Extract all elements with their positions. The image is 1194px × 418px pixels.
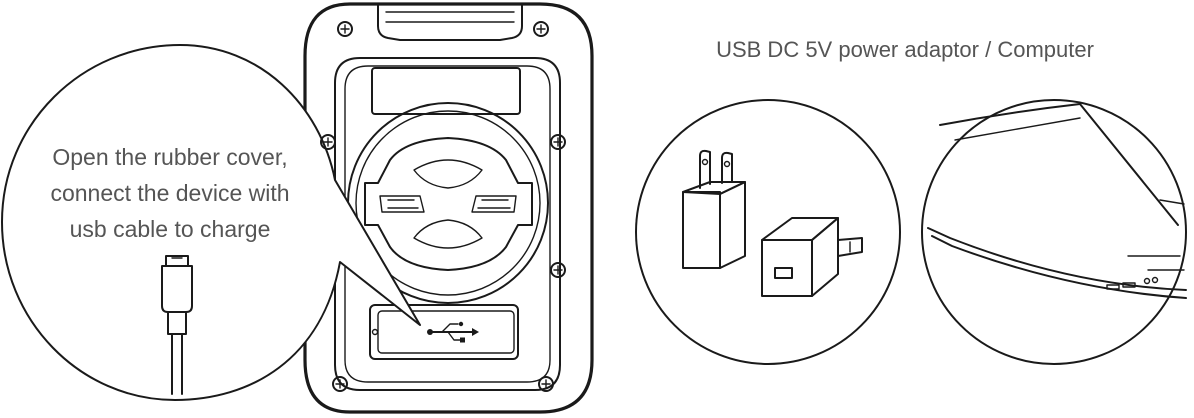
laptop-icon: [921, 99, 1187, 365]
power-source-caption: USB DC 5V power adaptor / Computer: [716, 37, 1094, 62]
callout-line-1: Open the rubber cover,: [52, 144, 287, 170]
usb-symbol-icon: [427, 321, 479, 343]
screw-bottom-right: [538, 376, 554, 392]
callout-line-3: usb cable to charge: [70, 216, 271, 242]
screw-top-left: [337, 21, 353, 37]
wall-adaptor-icon: [635, 99, 901, 365]
callout-bubble: [1, 44, 421, 401]
screw-bottom-left: [332, 376, 348, 392]
screw-mid-right-top: [550, 134, 566, 150]
callout-line-2: connect the device with: [50, 180, 289, 206]
device-back-view: [303, 2, 594, 414]
screw-top-right: [533, 21, 549, 37]
screw-mid-right-bottom: [550, 262, 566, 278]
screw-mid-left: [320, 134, 336, 150]
micro-usb-plug-icon: [161, 255, 193, 395]
